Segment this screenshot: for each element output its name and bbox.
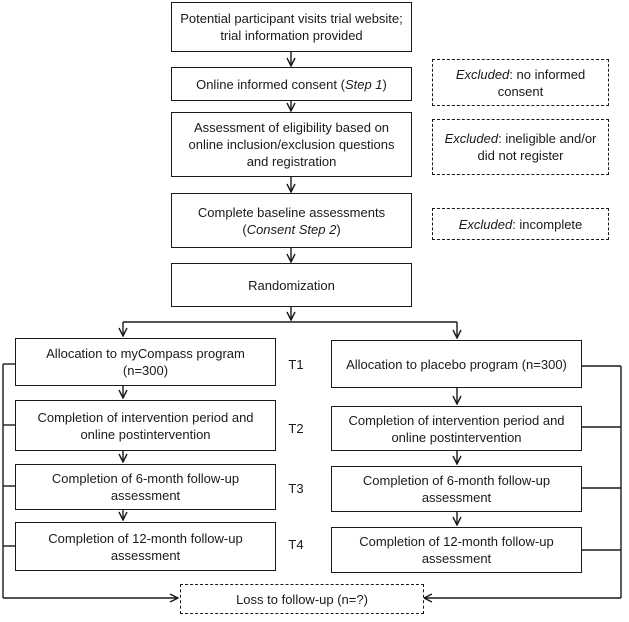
right-allocation-box: Allocation to placebo program (n=300) <box>331 340 582 388</box>
left-six-month-text: Completion of 6-month follow-up assessme… <box>51 471 240 503</box>
timepoint-t4: T4 <box>288 537 304 552</box>
timepoint-t1: T1 <box>288 357 304 372</box>
timepoint-t2: T2 <box>288 421 304 436</box>
right-six-month-text: Completion of 6-month follow-up assessme… <box>362 473 551 505</box>
excluded-incomplete-text: Excluded: incomplete <box>458 216 583 232</box>
excluded-ineligible-box: Excluded: ineligible and/or did not regi… <box>432 119 609 175</box>
visit-box: Potential participant visits trial websi… <box>171 2 412 52</box>
left-allocation-text: Allocation to myCompass program (n=300) <box>46 346 245 378</box>
visit-text: Potential participant visits trial websi… <box>180 11 403 43</box>
right-twelve-month-text: Completion of 12-month follow-up assessm… <box>359 534 554 566</box>
left-six-month-box: Completion of 6-month follow-up assessme… <box>15 464 276 510</box>
right-allocation-text: Allocation to placebo program (n=300) <box>346 356 567 372</box>
left-twelve-month-text: Completion of 12-month follow-up assessm… <box>48 530 243 563</box>
eligibility-text: Assessment of eligibility based on onlin… <box>188 120 395 169</box>
eligibility-box: Assessment of eligibility based on onlin… <box>171 112 412 177</box>
baseline-text: Complete baseline assessments (Consent S… <box>197 204 386 237</box>
right-postintervention-text: Completion of intervention period and on… <box>348 412 565 445</box>
consent-text: Online informed consent (Step 1) <box>196 76 387 92</box>
excluded-ineligible-text: Excluded: ineligible and/or did not regi… <box>444 131 597 163</box>
left-allocation-box: Allocation to myCompass program (n=300) <box>15 338 276 386</box>
randomization-box: Randomization <box>171 263 412 307</box>
loss-to-follow-up-text: Loss to follow-up (n=?) <box>236 591 368 607</box>
left-postintervention-text: Completion of intervention period and on… <box>37 409 254 442</box>
right-twelve-month-box: Completion of 12-month follow-up assessm… <box>331 527 582 573</box>
right-six-month-box: Completion of 6-month follow-up assessme… <box>331 466 582 512</box>
baseline-box: Complete baseline assessments (Consent S… <box>171 193 412 248</box>
excluded-no-consent-box: Excluded: no informed consent <box>432 59 609 106</box>
loss-to-follow-up-box: Loss to follow-up (n=?) <box>180 584 424 614</box>
left-twelve-month-box: Completion of 12-month follow-up assessm… <box>15 522 276 571</box>
consent-box: Online informed consent (Step 1) <box>171 67 412 101</box>
excluded-incomplete-box: Excluded: incomplete <box>432 208 609 240</box>
randomization-text: Randomization <box>248 277 335 293</box>
right-postintervention-box: Completion of intervention period and on… <box>331 406 582 451</box>
excluded-no-consent-text: Excluded: no informed consent <box>455 66 586 99</box>
timepoint-t3: T3 <box>288 481 304 496</box>
left-postintervention-box: Completion of intervention period and on… <box>15 400 276 451</box>
